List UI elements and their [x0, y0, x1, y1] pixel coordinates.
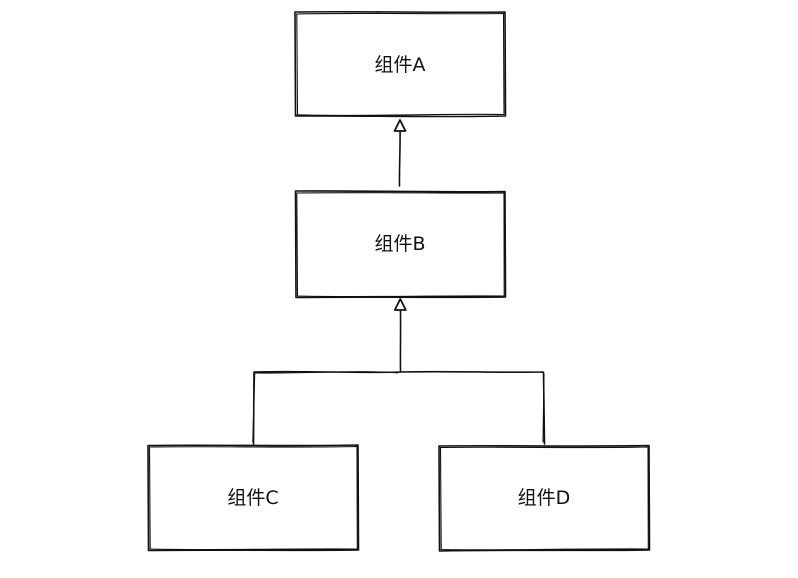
node-a-label: 组件A	[375, 54, 426, 76]
node-d-label: 组件D	[518, 487, 571, 509]
node-b-label: 组件B	[374, 233, 425, 255]
node-a[interactable]: 组件A	[294, 10, 507, 118]
node-c[interactable]: 组件C	[147, 444, 360, 552]
node-d[interactable]: 组件D	[438, 444, 651, 552]
edge-b-to-a	[393, 119, 407, 187]
node-b[interactable]: 组件B	[294, 190, 507, 299]
node-c-label: 组件C	[227, 487, 278, 509]
edge-c-d-to-b	[252, 298, 546, 445]
